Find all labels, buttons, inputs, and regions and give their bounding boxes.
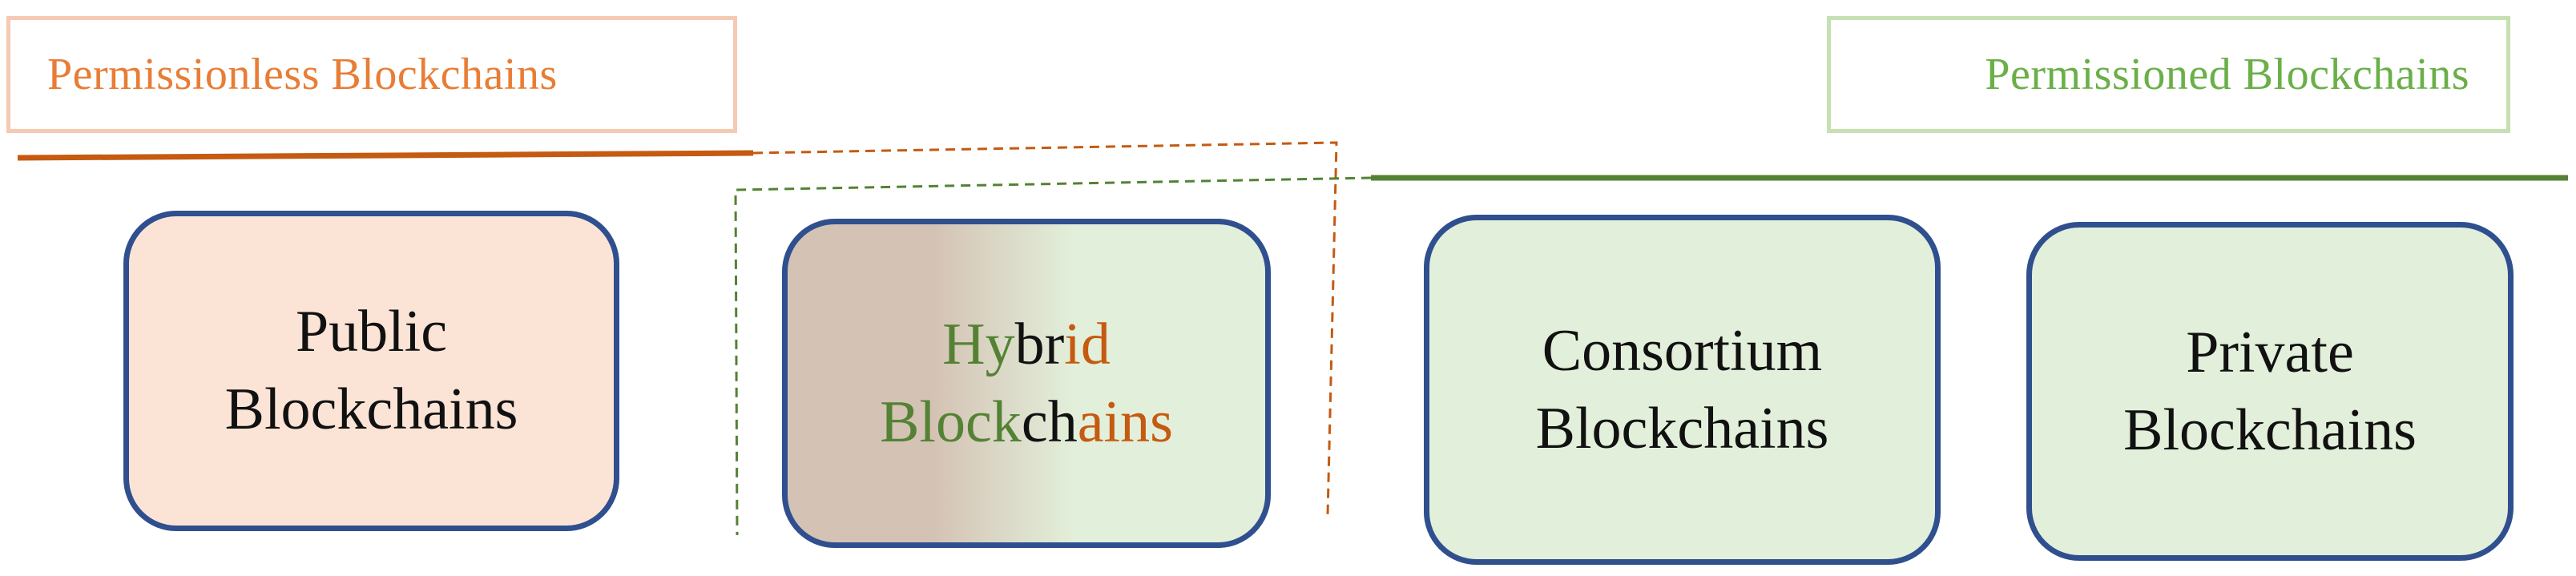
public-line1: Public [295,299,448,365]
permissioned-label: Permissioned Blockchains [1827,16,2510,133]
hybrid-line2: Blockchains [880,384,1173,461]
consortium-line2: Blockchains [1535,395,1829,461]
permissionless-label-text: Permissionless Blockchains [47,50,558,99]
hybrid-line2-part1: Block [880,389,1022,455]
permissionless-dashed-connector [752,141,1338,516]
consortium-line1: Consortium [1542,317,1823,384]
hybrid-line2-part2: ch [1021,389,1078,455]
hybrid-line1: Hybrid [880,306,1173,384]
hybrid-line1-part2: br [1014,311,1065,377]
permissioned-dashed-connector [734,176,1372,536]
private-line1: Private [2186,319,2354,385]
private-blockchains-node: Private Blockchains [2026,222,2514,561]
permissionless-group-line [17,150,754,161]
consortium-blockchains-node: Consortium Blockchains [1424,215,1941,565]
private-line2: Blockchains [2123,397,2417,463]
public-blockchains-node: Public Blockchains [123,211,619,531]
hybrid-line1-part3: id [1064,311,1111,377]
hybrid-line1-part1: Hy [942,311,1015,377]
public-line2: Blockchains [224,377,518,442]
hybrid-blockchains-node: Hybrid Blockchains [782,219,1271,548]
hybrid-line2-part3: ains [1077,389,1173,455]
permissionless-label: Permissionless Blockchains [6,16,737,133]
permissioned-label-text: Permissioned Blockchains [1985,50,2469,99]
